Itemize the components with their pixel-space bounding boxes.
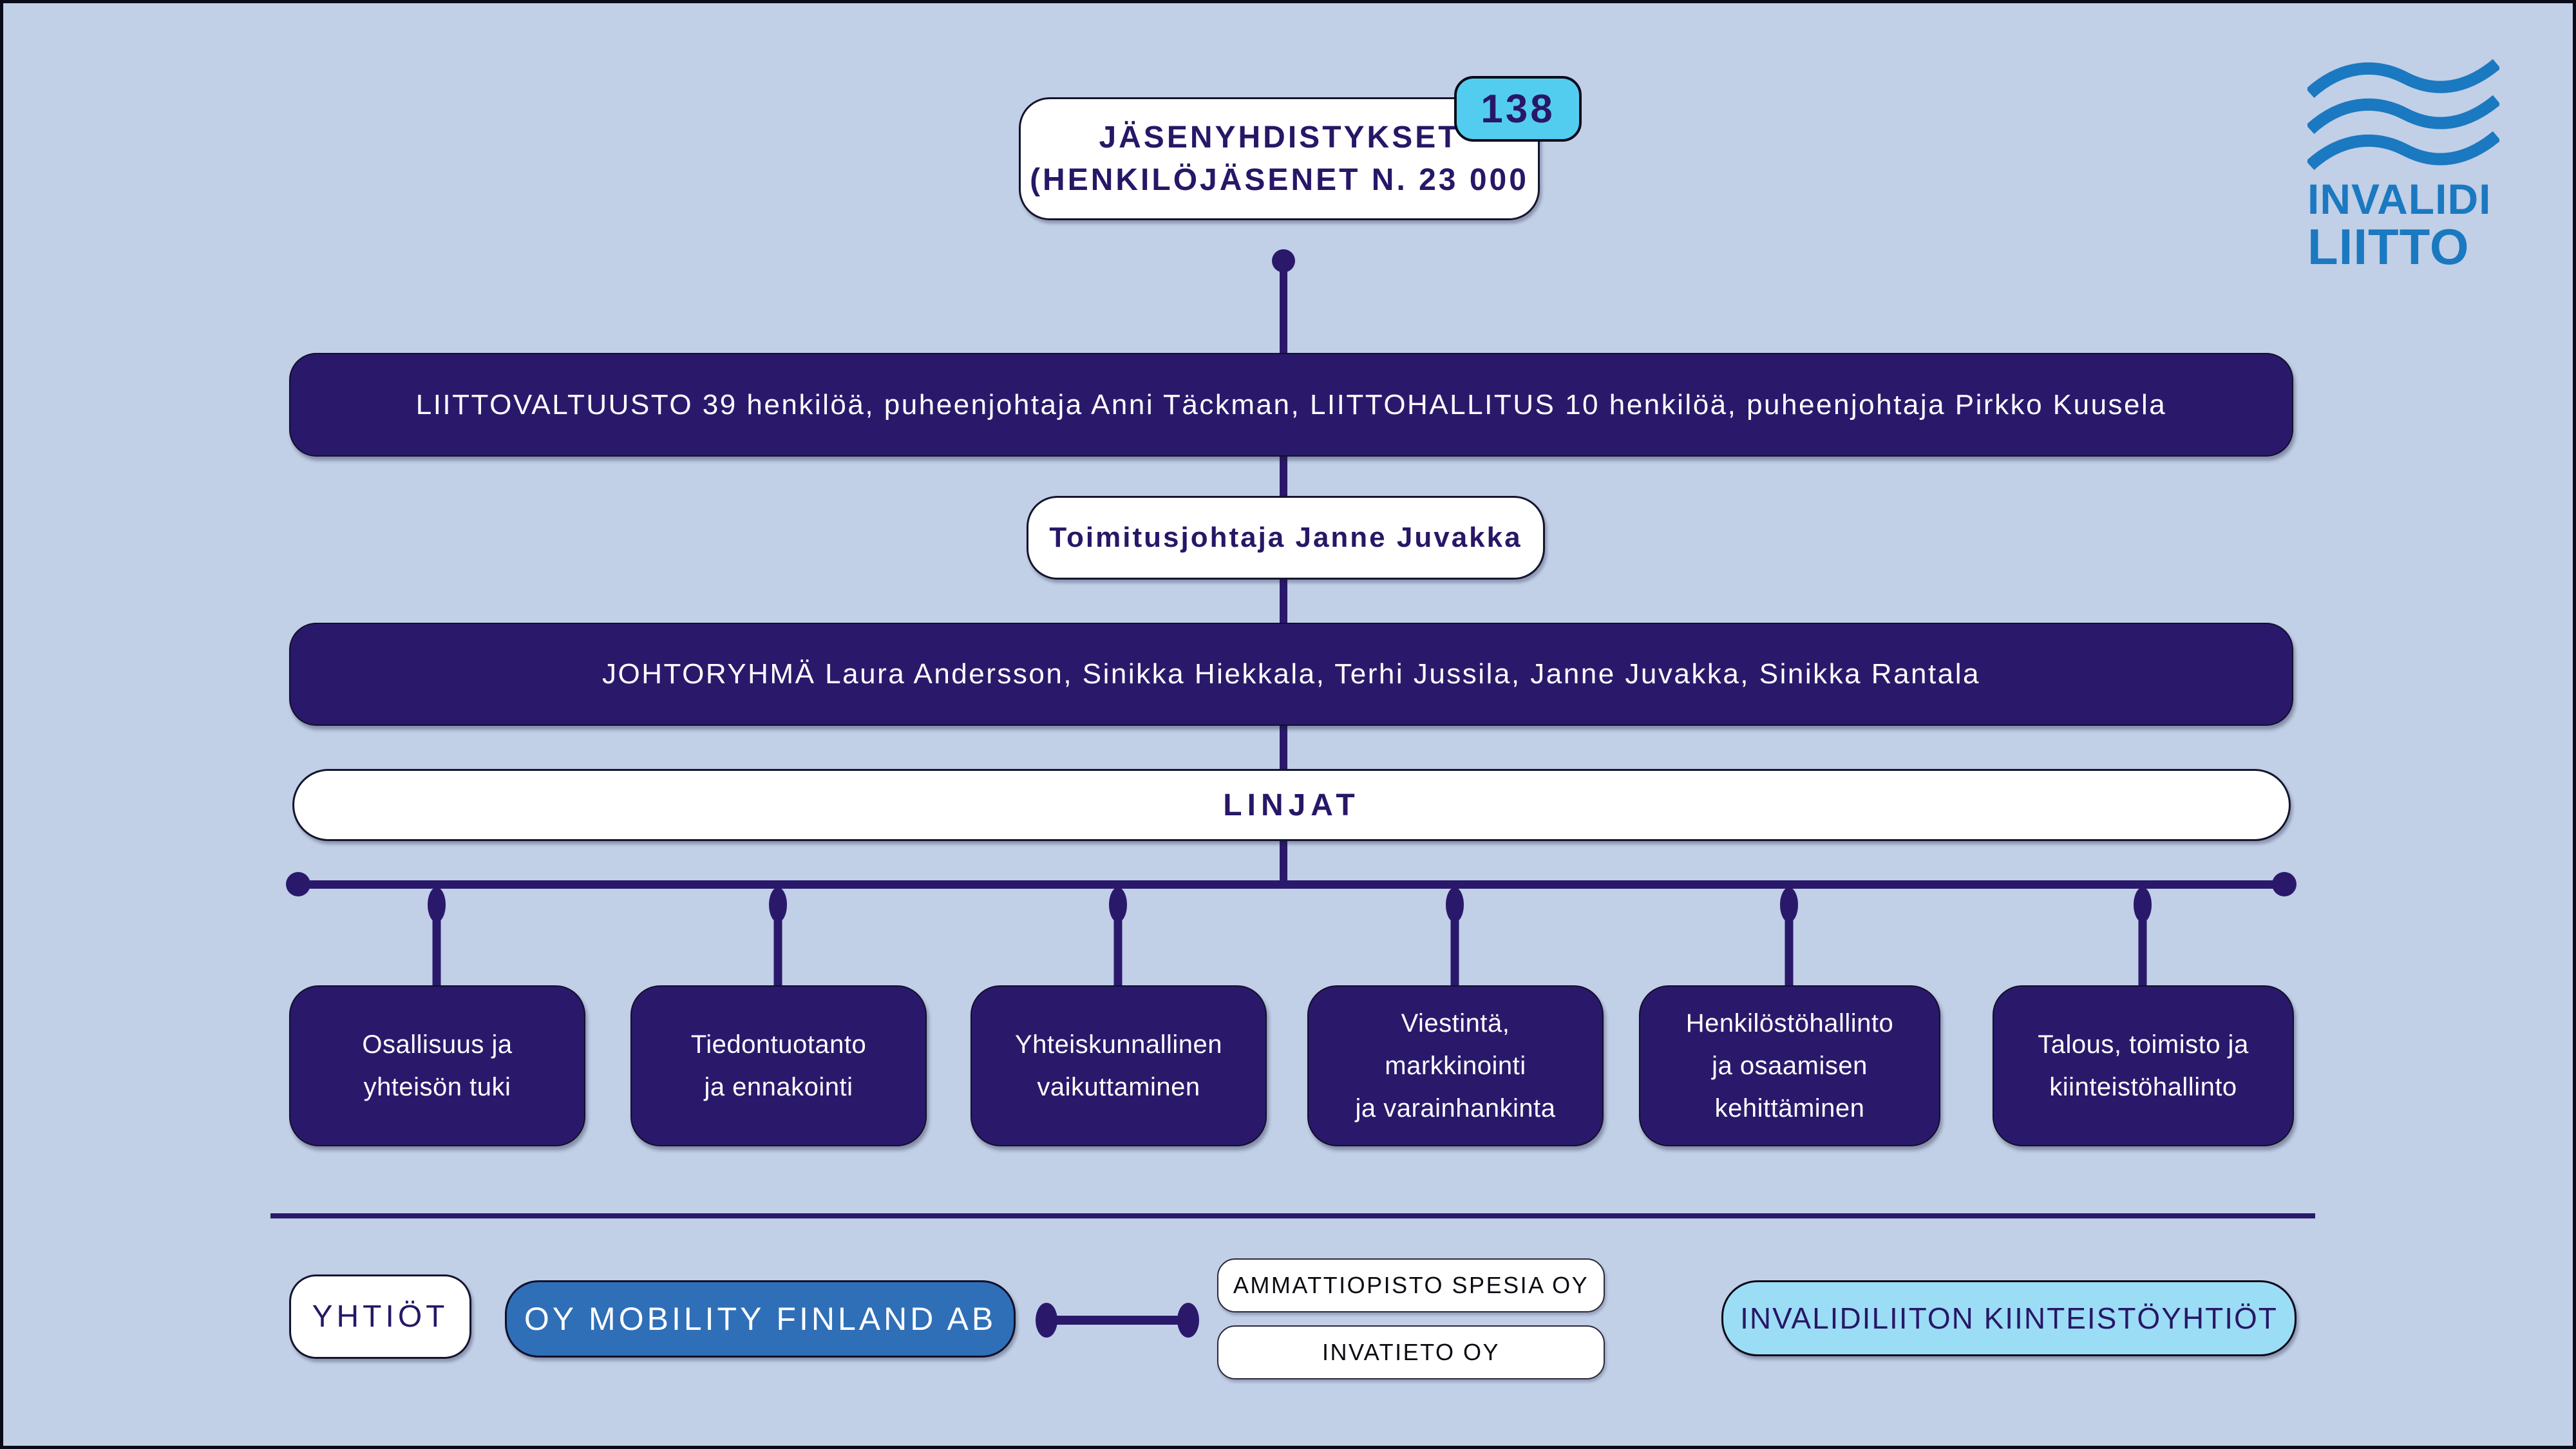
dept-viestinta-box: Viestintä, markkinointi ja varainhankint… bbox=[1307, 985, 1604, 1146]
rail-right-dot bbox=[2272, 872, 2297, 896]
branch-connectors bbox=[428, 887, 2152, 987]
section-divider bbox=[270, 1213, 2315, 1218]
dept-talous-box: Talous, toimisto ja kiinteistöhallinto bbox=[1993, 985, 2294, 1146]
mobility-finland-box: OY MOBILITY FINLAND AB bbox=[505, 1280, 1016, 1358]
ceo-box: Toimitusjohtaja Janne Juvakka bbox=[1027, 496, 1545, 580]
management-group-bar: JOHTORYHMÄ Laura Andersson, Sinikka Hiek… bbox=[289, 623, 2293, 726]
invatieto-box: INVATIETO OY bbox=[1217, 1325, 1605, 1379]
logo-wordmark-line2: LIITTO bbox=[2307, 218, 2470, 275]
dept-tiedontuotanto-box: Tiedontuotanto ja ennakointi bbox=[630, 985, 927, 1146]
rail-left-dot bbox=[286, 872, 310, 896]
dept-yhteiskunnallinen-box: Yhteiskunnallinen vaikuttaminen bbox=[971, 985, 1267, 1146]
invalidiliitto-logo: INVALIDI LIITTO bbox=[2306, 57, 2501, 272]
spesia-box: AMMATTIOPISTO SPESIA OY bbox=[1217, 1258, 1605, 1312]
council-board-bar: LIITTOVALTUUSTO 39 henkilöä, puheenjohta… bbox=[289, 353, 2293, 457]
member-count-badge: 138 bbox=[1454, 76, 1582, 142]
real-estate-companies-box: INVALIDILIITON KIINTEISTÖYHTIÖT bbox=[1721, 1280, 2297, 1356]
connector-layer bbox=[270, 249, 2315, 1338]
dept-osallisuus-box: Osallisuus ja yhteisön tuki bbox=[289, 985, 585, 1146]
dept-henkilostohallinto-box: Henkilöstöhallinto ja osaamisen kehittäm… bbox=[1639, 985, 1940, 1146]
rail-line bbox=[298, 880, 2284, 889]
company-connector bbox=[1036, 1303, 1199, 1338]
lines-header-bar: LINJAT bbox=[292, 769, 2291, 841]
logo-waves-icon bbox=[2306, 59, 2501, 171]
companies-section-label: YHTIÖT bbox=[289, 1274, 471, 1359]
member-associations-box: JÄSENYHDISTYKSET (HENKILÖJÄSENET N. 23 0… bbox=[1019, 97, 1540, 220]
logo-wordmark-line1: INVALIDI bbox=[2307, 175, 2492, 223]
